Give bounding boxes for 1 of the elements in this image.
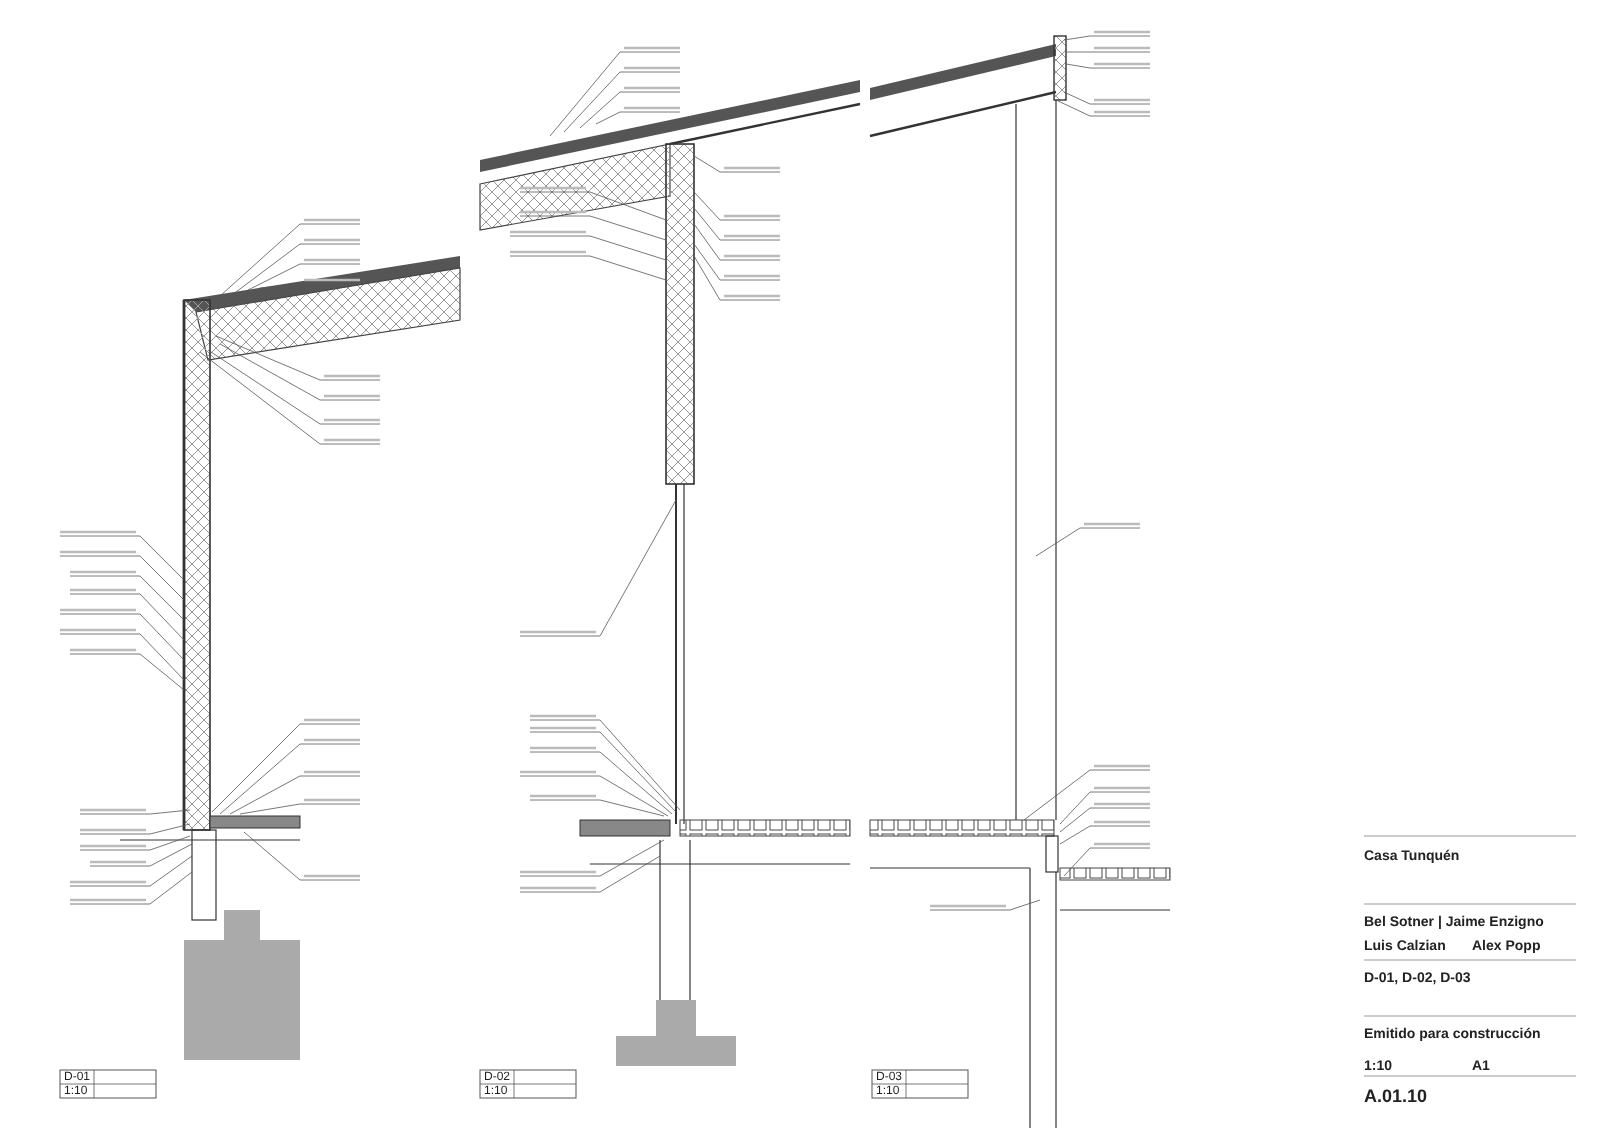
sheet-number: A.01.10	[1364, 1088, 1428, 1106]
